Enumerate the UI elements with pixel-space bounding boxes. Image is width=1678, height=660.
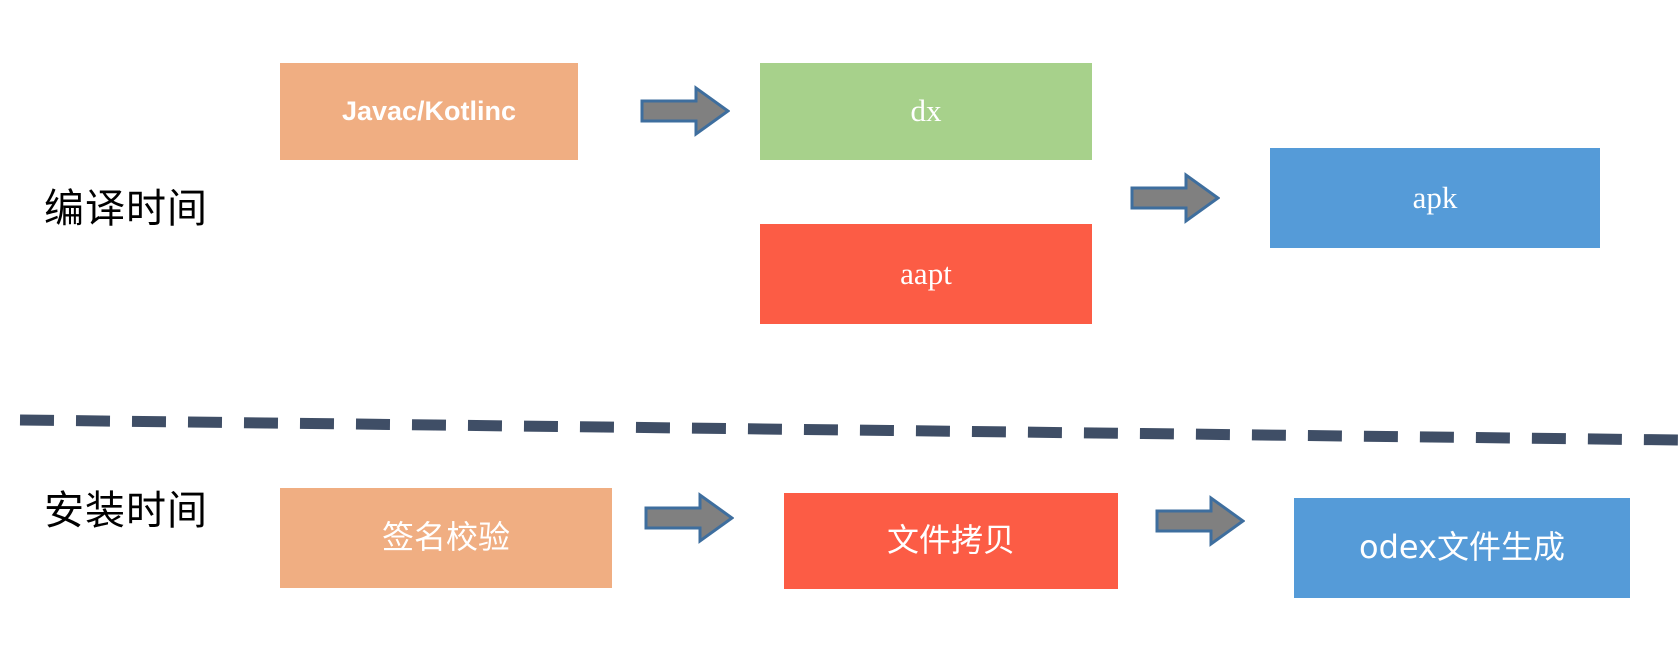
node-apk[interactable]: apk <box>1270 148 1600 248</box>
node-signature-verify[interactable]: 签名校验 <box>280 488 612 588</box>
arrow-right-icon-javac-to-dx <box>640 85 731 137</box>
node-dx-label: dx <box>910 93 942 129</box>
node-dx[interactable]: dx <box>760 63 1092 160</box>
node-signature-verify-label: 签名校验 <box>381 518 510 557</box>
node-odex-generate-label: odex文件生成 <box>1359 528 1565 567</box>
arrow-right-icon-sign-to-copy <box>644 492 735 544</box>
node-odex-generate[interactable]: odex文件生成 <box>1294 498 1630 598</box>
node-file-copy-label: 文件拷贝 <box>886 521 1015 560</box>
arrow-right-icon-dx-to-apk <box>1130 172 1221 224</box>
arrow-right-icon-copy-to-odex <box>1155 495 1246 547</box>
node-aapt-label: aapt <box>900 255 952 291</box>
node-javac-kotlinc-label: Javac/Kotlinc <box>341 95 517 126</box>
node-apk-label: apk <box>1412 179 1458 215</box>
node-aapt[interactable]: aapt <box>760 224 1092 324</box>
node-file-copy[interactable]: 文件拷贝 <box>784 493 1118 589</box>
node-javac-kotlinc[interactable]: Javac/Kotlinc <box>280 63 578 160</box>
row-label-install-time: 安装时间 <box>44 488 208 534</box>
row-label-compile-time: 编译时间 <box>44 186 208 232</box>
